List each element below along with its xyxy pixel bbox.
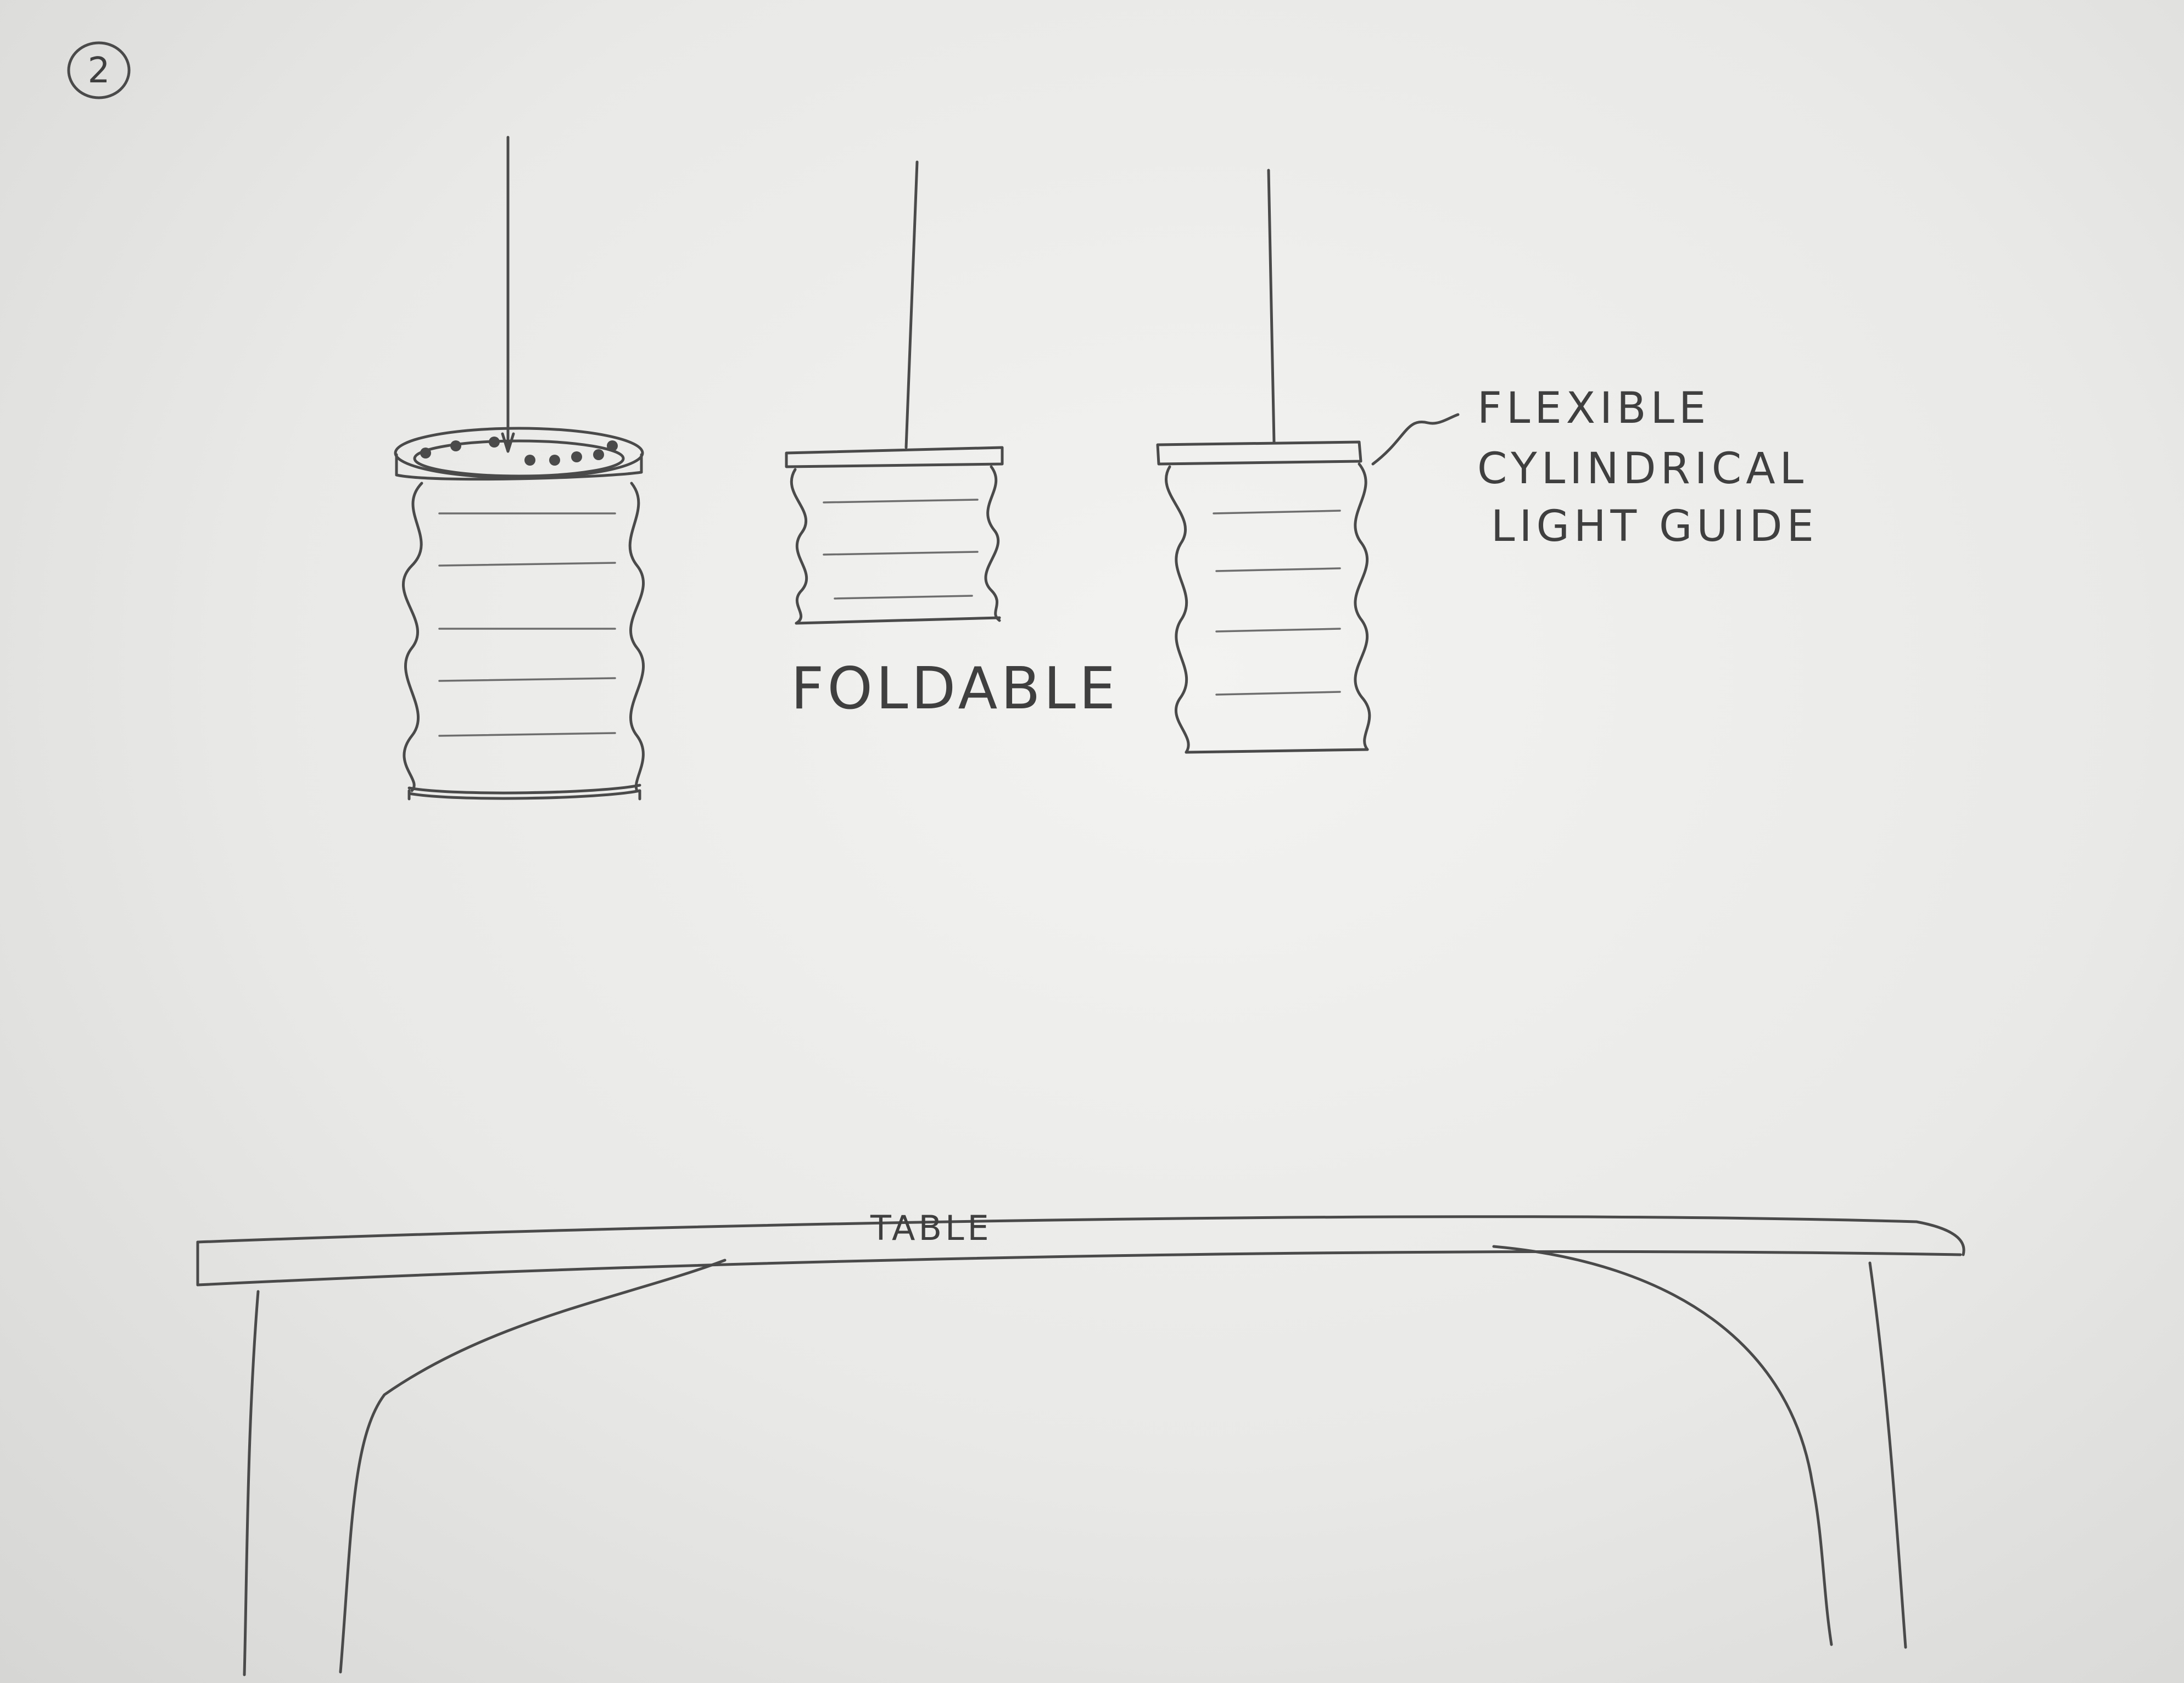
lamp-middle-wavy-left-side <box>790 468 808 625</box>
label-light-guide: LIGHT GUIDE <box>1491 502 1818 551</box>
lamp-left-bottom-inner <box>407 784 641 795</box>
lamp-left-ring-bottom <box>395 471 643 481</box>
lamp-right-wavy-right-side <box>1354 462 1371 751</box>
page-number: 2 <box>88 51 110 91</box>
table-right-leg <box>1868 1261 1907 1649</box>
lamp-right <box>1156 169 1371 754</box>
lamp-middle-cord <box>904 160 919 449</box>
lamp-middle-top-plate <box>785 446 1004 468</box>
lamp-left-fold-lines <box>438 512 616 737</box>
label-flexible: FLEXIBLE <box>1477 384 1710 433</box>
lamp-right-wavy-left-side <box>1165 465 1190 754</box>
label-table: TABLE <box>870 1208 992 1248</box>
callout-leader-line <box>1371 413 1460 466</box>
lamp-left-inner-ring <box>413 439 625 478</box>
table-sketch: TABLE <box>196 1208 1965 1676</box>
lamp-right-cord <box>1267 169 1276 444</box>
callout-light-guide: FLEXIBLE CYLINDRICAL LIGHT GUIDE <box>1477 384 1818 551</box>
table-left-arch <box>339 1259 727 1674</box>
lamp-left-top-ring <box>394 427 644 479</box>
lamp-left <box>394 136 645 801</box>
page-number-marker: 2 <box>67 41 131 99</box>
lamp-left-wavy-left-side <box>402 482 423 792</box>
table-left-leg <box>243 1290 260 1676</box>
lamp-middle: FOLDABLE <box>785 160 1119 722</box>
lamp-left-ring-sides <box>395 453 643 477</box>
led-dots <box>420 437 618 466</box>
lamp-right-fold-lines <box>1213 510 1341 696</box>
lamp-middle-wavy-right-side <box>984 465 1001 622</box>
lamp-left-bottom <box>407 789 641 800</box>
lamp-right-top-plate <box>1156 440 1362 466</box>
table-right-arch <box>1492 1245 1833 1646</box>
label-foldable: FOLDABLE <box>791 655 1119 722</box>
lamp-left-wavy-right-side <box>628 482 645 792</box>
table-top-edge <box>196 1215 1965 1256</box>
lamp-right-bottom <box>1185 748 1369 754</box>
lamp-middle-bottom <box>795 616 1001 625</box>
table-front-edge <box>196 1250 1962 1287</box>
lamp-middle-fold-lines <box>823 499 979 600</box>
label-cylindrical: CYLINDRICAL <box>1477 444 1808 494</box>
